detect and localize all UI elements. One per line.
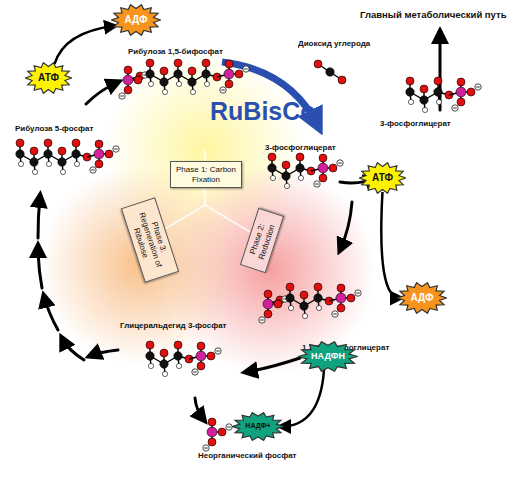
molecule-label: Диоксид углерода: [298, 40, 370, 49]
cofactor-name: АДФ: [410, 292, 433, 304]
phase-box: Phase 1: Carbon Fixation: [170, 161, 242, 188]
cofactor-burst: АТФ: [25, 62, 72, 94]
reaction-arrow: [55, 26, 115, 64]
molecule-label: 3-фосфоглицерат: [265, 144, 336, 153]
molecule-label: Рибулоза 1,5-бифосфат: [128, 48, 223, 57]
cofactor-name: АТФ: [372, 172, 393, 184]
molecule-label: Рибулоза 5-фосфат: [15, 125, 93, 134]
reaction-arrow: [281, 370, 324, 427]
enzyme-label: RuBisCo: [210, 98, 316, 126]
cofactor-name: НАДФН: [311, 351, 345, 361]
cofactor-name: АДФ: [124, 14, 147, 26]
molecule-label: 3-фосфоглицерат: [380, 120, 451, 129]
cofactor-name: АТФ: [38, 72, 59, 84]
cofactor-burst: АДФ: [111, 4, 161, 36]
cofactor-burst: АДФ: [397, 282, 447, 314]
cofactor-burst: НАДФН: [298, 341, 358, 372]
cofactor-burst: АТФ: [359, 162, 406, 194]
cofactor-burst: НАДФ+: [232, 412, 284, 441]
cofactor-name: НАДФ+: [245, 422, 270, 430]
molecule-label: Глицеральдегид 3-фосфат: [120, 322, 227, 331]
phase-title: Phase 1: Carbon Fixation: [175, 165, 237, 183]
molecule-label: Главный метаболический путь: [360, 10, 507, 20]
reaction-arrow: [381, 192, 400, 298]
molecule-label: Неорганический фосфат: [198, 452, 297, 461]
